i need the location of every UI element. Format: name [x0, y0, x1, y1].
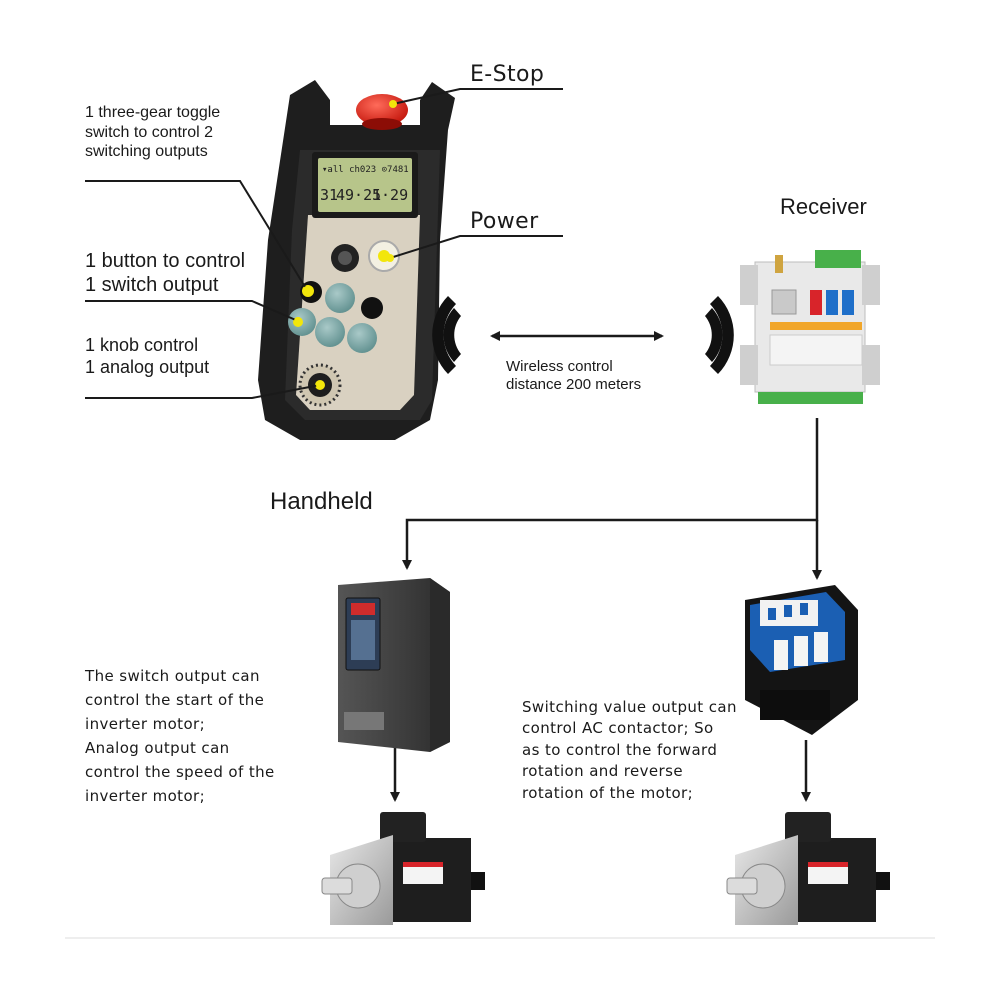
handheld-label: Handheld [270, 488, 373, 515]
button-callout: 1 button to control 1 switch output [85, 250, 246, 297]
svg-text:▾all ch023 ⊙7481: ▾all ch023 ⊙7481 [322, 165, 409, 175]
e-stop-label: E-Stop [470, 62, 545, 87]
callout-lines [85, 88, 563, 399]
svg-text:5·29: 5·29 [372, 186, 408, 204]
lcd-screen [318, 158, 412, 212]
receiver-label: Receiver [780, 194, 867, 219]
toggle-switch-callout: 1 three-gear toggle switch to control 2 … [85, 104, 221, 161]
callout-dots [294, 100, 397, 389]
receiver-unit [740, 250, 880, 404]
wireless-signal-left-icon [432, 296, 461, 374]
svg-text:49·21: 49·21 [336, 186, 381, 204]
motor-right [726, 812, 890, 925]
svg-text:31: 31 [320, 186, 338, 204]
wireless-distance-label: Wireless control distance 200 meters [506, 358, 642, 394]
power-label: Power [470, 209, 539, 234]
ac-contactor [745, 585, 858, 735]
contactor-description: Switching value output can control AC co… [522, 698, 737, 802]
motor-left [321, 812, 485, 925]
wireless-signal-right-icon [705, 296, 734, 374]
connection-lines [390, 418, 822, 802]
inverter-description: The switch output can control the start … [85, 667, 275, 805]
handheld-remote: ▾all ch023 ⊙7481 31 49·21 5·29 [258, 80, 455, 440]
knob-callout: 1 knob control 1 analog output [85, 335, 210, 377]
inverter-unit [338, 578, 450, 752]
